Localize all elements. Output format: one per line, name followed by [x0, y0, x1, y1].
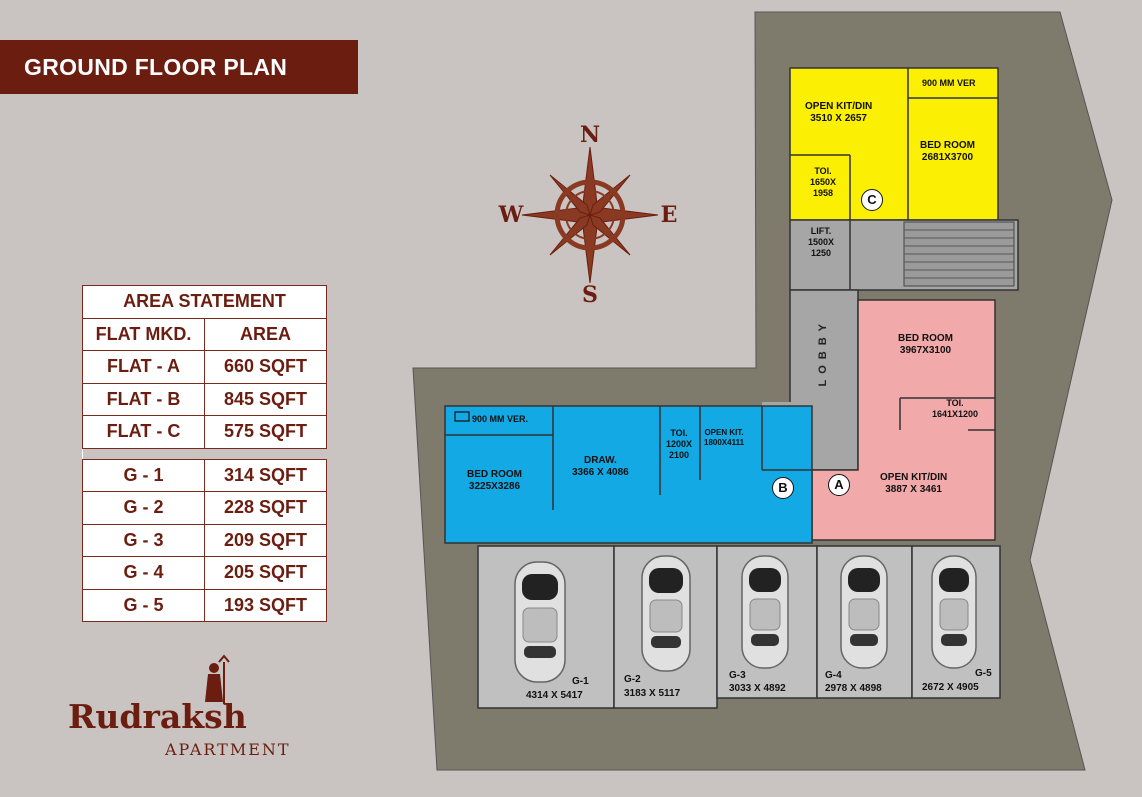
page-title: GROUND FLOOR PLAN: [0, 40, 358, 94]
logo-subtitle: APARTMENT: [165, 740, 291, 759]
area-statement-heading: AREA STATEMENT: [82, 285, 327, 319]
car-icon: [741, 555, 789, 669]
compass-e-label: E: [661, 202, 678, 228]
garage-g3-size: 3033 X 4892: [729, 683, 786, 694]
garage-g2-size: 3183 X 5117: [624, 688, 681, 699]
flat-a-bedroom-label: BED ROOM 3967X3100: [898, 333, 953, 356]
logo-wordmark: Rudraksh: [68, 697, 247, 736]
flat-a-marker: A: [828, 474, 850, 496]
garage-name-cell: G - 2: [82, 491, 205, 525]
garage-area-cell: 193 SQFT: [204, 588, 327, 622]
garage-area-cell: 228 SQFT: [204, 491, 327, 525]
area-statement-table: AREA STATEMENT FLAT MKD. AREA FLAT - A 6…: [82, 285, 327, 622]
flat-b-marker: B: [772, 477, 794, 499]
flat-c-verandah-label: 900 MM VER: [922, 78, 976, 88]
car-icon: [931, 555, 977, 669]
flat-b-bedroom-label: BED ROOM 3225X3286: [467, 469, 522, 492]
compass-rose: N S E W: [498, 122, 678, 308]
garage-g1-size: 4314 X 5417: [526, 690, 583, 701]
table-row: FLAT MKD. AREA: [82, 317, 327, 351]
flat-c-kitchen-label: OPEN KIT/DIN 3510 X 2657: [805, 101, 873, 124]
flat-name-cell: FLAT - C: [82, 415, 205, 449]
table-row: G - 1 314 SQFT: [82, 458, 327, 492]
column-header-flat: FLAT MKD.: [82, 317, 205, 351]
flat-a-toilet-label: TOI. 1641X1200: [932, 398, 979, 419]
flat-c-area: [789, 67, 999, 221]
flat-a-kitchen-label: OPEN KIT/DIN 3887 X 3461: [880, 472, 948, 495]
table-gap: [82, 447, 327, 460]
flat-name-cell: FLAT - B: [82, 382, 205, 416]
garage-name-cell: G - 1: [82, 458, 205, 492]
car-icon: [840, 555, 888, 669]
flat-b-drawing-label: DRAW. 3366 X 4086: [572, 455, 629, 478]
table-row: FLAT - A 660 SQFT: [82, 350, 327, 384]
flat-c-toilet-label: TOI. 1650X 1958: [810, 166, 837, 198]
flat-b-verandah-label: 900 MM VER.: [472, 414, 529, 424]
compass-ring: [554, 179, 626, 251]
table-row: FLAT - C 575 SQFT: [82, 415, 327, 449]
garage-area-cell: 205 SQFT: [204, 556, 327, 590]
garage-g2-name: G-2: [624, 674, 641, 685]
car-icon: [514, 561, 566, 683]
garage-g4-name: G-4: [825, 670, 842, 681]
table-row: G - 5 193 SQFT: [82, 588, 327, 622]
logo-figure-icon: [205, 654, 230, 704]
lift-label: LIFT. 1500X 1250: [808, 226, 835, 258]
compass-s-label: S: [582, 282, 598, 308]
column-header-area: AREA: [204, 317, 327, 351]
table-row: AREA STATEMENT: [82, 285, 327, 319]
compass-sw-point: [549, 214, 591, 256]
flat-b-area: [444, 405, 813, 544]
flat-c-bedroom-label: BED ROOM 2681X3700: [920, 140, 975, 163]
garage-g5-size: 2672 X 4905: [922, 682, 979, 693]
garage-g1-name: G-1: [572, 676, 589, 687]
flat-b-toilet-label: TOI. 1200X 2100: [666, 428, 693, 460]
compass-w-label: W: [498, 202, 524, 228]
flat-c-marker: C: [861, 189, 883, 211]
garage-area-cell: 314 SQFT: [204, 458, 327, 492]
garage-g5-name: G-5: [975, 668, 992, 679]
table-row: FLAT - B 845 SQFT: [82, 382, 327, 416]
compass-n-label: N: [580, 122, 600, 148]
lobby-label: LOBBY: [817, 318, 829, 387]
table-row: G - 2 228 SQFT: [82, 491, 327, 525]
flat-area-cell: 575 SQFT: [204, 415, 327, 449]
garage-g3-name: G-3: [729, 670, 746, 681]
garage-g4-size: 2978 X 4898: [825, 683, 882, 694]
car-icon: [641, 555, 691, 672]
flat-b-kitchen-label: OPEN KIT. 1800X4111: [704, 428, 745, 447]
flat-name-cell: FLAT - A: [82, 350, 205, 384]
